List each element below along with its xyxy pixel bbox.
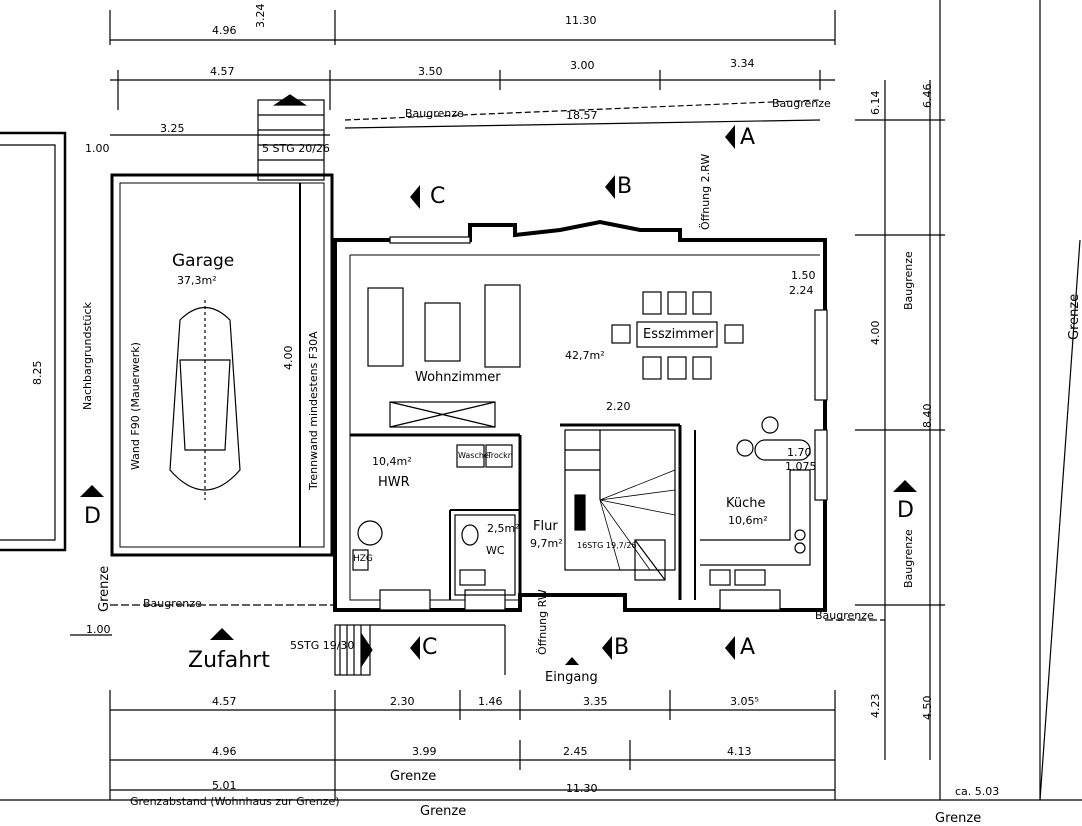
dim-top2-3: 3.34 bbox=[730, 57, 755, 70]
wohnzimmer-name: Wohnzimmer bbox=[415, 370, 501, 385]
dim-inner-esszimmer-h: 2.24 bbox=[789, 284, 814, 297]
hwr-name: HWR bbox=[378, 475, 410, 490]
garage-name: Garage bbox=[172, 251, 235, 271]
stair-front-label: 5 STG 20/26 bbox=[262, 142, 330, 155]
section-b-bottom: B bbox=[614, 635, 630, 660]
dim-inner-stair-width: 2.20 bbox=[606, 400, 631, 413]
esszimmer-name: Esszimmer bbox=[643, 327, 714, 342]
trennwand-label: Trennwand mindestens F30A bbox=[307, 331, 320, 490]
dim-inner-kitchen-w: 1.70 bbox=[787, 446, 812, 459]
dim-inner-neighbour-gap: 1.00 bbox=[85, 142, 110, 155]
kueche-area: 10,6m² bbox=[728, 514, 768, 527]
dim-top3-1: 18.57 bbox=[566, 109, 598, 122]
dim-top3-0: 3.25 bbox=[160, 122, 185, 135]
dim-bot1-2: 1.46 bbox=[478, 695, 503, 708]
kueche-name: Küche bbox=[726, 496, 766, 511]
wohnzimmer-area: 42,7m² bbox=[565, 349, 605, 362]
grenze-label-3: Grenze bbox=[935, 811, 982, 826]
grenze-label-right: Grenze bbox=[1067, 293, 1082, 340]
dim-bot2-3: 4.13 bbox=[727, 745, 752, 758]
zufahrt-label: Zufahrt bbox=[188, 648, 270, 673]
dim-bot2-0: 4.96 bbox=[212, 745, 237, 758]
section-b-top: B bbox=[617, 174, 633, 199]
wand-f90-label: Wand F90 (Mauerwerk) bbox=[129, 342, 142, 470]
dim-side-6: ca. 5.03 bbox=[955, 785, 1000, 798]
dim-top1-0: 4.96 bbox=[212, 24, 237, 37]
dim-bot2-1: 3.99 bbox=[412, 745, 437, 758]
section-d-left: D bbox=[84, 504, 101, 529]
dim-side-4: 4.23 bbox=[869, 693, 882, 719]
nachbargrundstueck-label: Nachbargrundstück bbox=[81, 302, 94, 410]
dim-top2-2: 3.00 bbox=[570, 59, 595, 72]
dim-bot1-0: 4.57 bbox=[212, 695, 237, 708]
baugrenze-label-top: Baugrenze bbox=[405, 107, 464, 120]
grenzabstand-label: Grenzabstand (Wohnhaus zur Grenze) bbox=[130, 795, 340, 808]
oeffnung-bottom-label: Öffnung RW bbox=[536, 589, 549, 655]
dim-top2-1: 3.50 bbox=[418, 65, 443, 78]
section-c-top: C bbox=[430, 184, 446, 209]
dim-inner-esszimmer-w: 1.50 bbox=[791, 269, 816, 282]
dim-inner-neighbour: 8.25 bbox=[31, 360, 44, 386]
section-c-bottom: C bbox=[422, 635, 438, 660]
dim-top1-1: 3.24 bbox=[254, 3, 267, 29]
garage-area: 37,3m² bbox=[177, 274, 217, 287]
flur-name: Flur bbox=[533, 519, 558, 534]
dim-top2-0: 4.57 bbox=[210, 65, 235, 78]
baugrenze-label-left: Baugrenze bbox=[143, 597, 202, 610]
trockner-label: Trockn bbox=[487, 451, 513, 460]
hzg-label: HZG bbox=[353, 554, 373, 564]
section-d-right: D bbox=[897, 498, 914, 523]
hwr-area: 10,4m² bbox=[372, 455, 412, 468]
baugrenze-label-vert-1: Baugrenze bbox=[902, 251, 915, 310]
dim-side-1: 6.46 bbox=[921, 83, 934, 109]
dim-bot1-3: 3.35 bbox=[583, 695, 608, 708]
dim-top1-2: 11.30 bbox=[565, 14, 597, 27]
flur-area: 9,7m² bbox=[530, 537, 563, 550]
stair-main-label: 16STG 19,7/26 bbox=[577, 541, 637, 550]
grenze-label-2: Grenze bbox=[420, 804, 467, 819]
dim-inner-garage-depth: 4.00 bbox=[282, 345, 295, 371]
dim-bot1-4: 3.05⁵ bbox=[730, 695, 759, 708]
wc-area: 2,5m² bbox=[487, 522, 520, 535]
dim-bot3-1: 11.30 bbox=[566, 782, 598, 795]
baugrenze-label-right: Baugrenze bbox=[815, 609, 874, 622]
grenze-label-1: Grenze bbox=[390, 769, 437, 784]
dim-side-2: 4.00 bbox=[869, 320, 882, 346]
dim-side-3: 8.40 bbox=[921, 403, 934, 429]
stair-entry-label: 5STG 19/30 bbox=[290, 639, 355, 652]
section-a-top: A bbox=[740, 125, 756, 150]
oeffnung-top-label: Öffnung 2.RW bbox=[699, 153, 712, 230]
baugrenze-label-vert-2: Baugrenze bbox=[902, 529, 915, 588]
dim-bot1-1: 2.30 bbox=[390, 695, 415, 708]
dim-inner-zufahrt: 1.00 bbox=[86, 623, 111, 636]
section-a-bottom: A bbox=[740, 635, 756, 660]
eingang-label: Eingang bbox=[545, 670, 598, 685]
dim-side-0: 6.14 bbox=[869, 90, 882, 116]
dim-inner-kitchen-h: 1.075 bbox=[785, 460, 817, 473]
baugrenze-label-top-right: Baugrenze bbox=[772, 97, 831, 110]
grenze-label-left: Grenze bbox=[97, 565, 112, 612]
wc-name: WC bbox=[486, 544, 505, 557]
dim-side-5: 4.50 bbox=[921, 695, 934, 721]
dim-bot3-0: 5.01 bbox=[212, 779, 237, 792]
dim-bot2-2: 2.45 bbox=[563, 745, 588, 758]
waschmaschine-label: Wasche bbox=[458, 451, 489, 460]
